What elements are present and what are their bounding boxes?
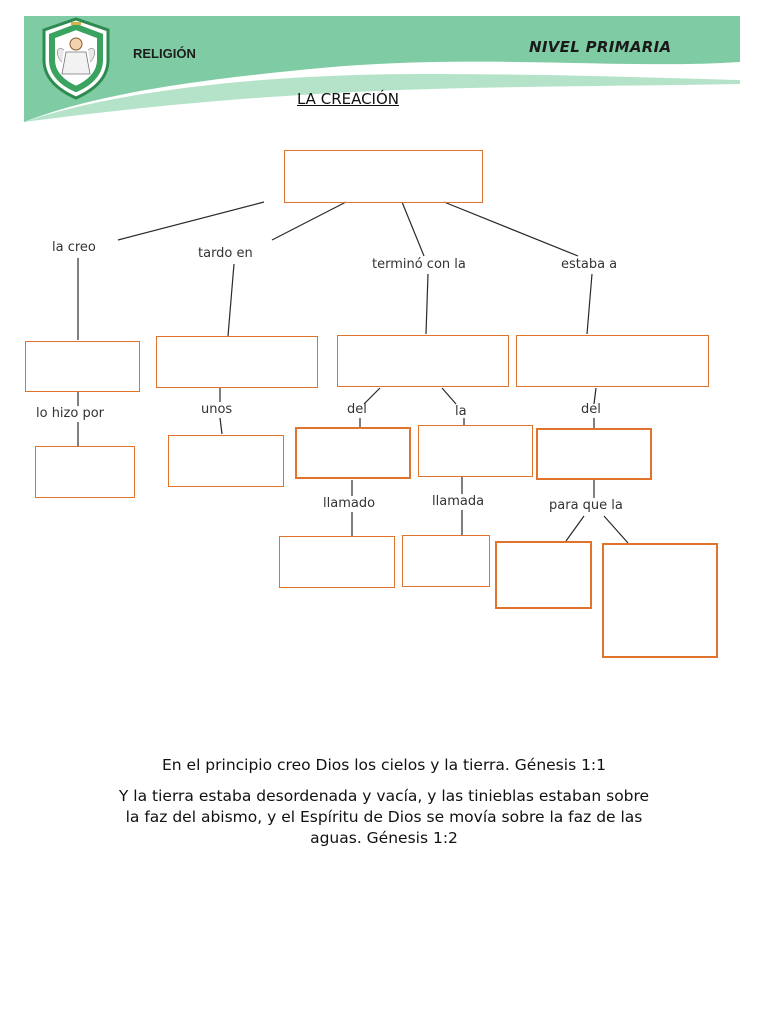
concept-box-state[interactable] <box>516 335 709 387</box>
connector-label-llamada: llamada <box>432 494 485 509</box>
connector-label-lo-hizo-por: lo hizo por <box>36 406 105 421</box>
concept-box-root[interactable] <box>284 150 483 203</box>
connector-label-la: la <box>455 404 467 419</box>
connector-label-del-2: del <box>581 402 601 417</box>
connector-label-estaba-a: estaba a <box>561 257 618 272</box>
concept-box-of-1[interactable] <box>295 427 411 479</box>
concept-box-creator[interactable] <box>25 341 140 392</box>
connector-label-unos: unos <box>201 402 233 417</box>
connector-label-del-1: del <box>347 402 367 417</box>
concept-box-purpose-2[interactable] <box>602 543 718 658</box>
concept-box-named-1[interactable] <box>279 536 395 588</box>
connector-label-para-que-la: para que la <box>549 498 623 513</box>
verse-genesis-1-2: Y la tierra estaba desordenada y vacía, … <box>118 787 650 847</box>
concept-box-of-2[interactable] <box>536 428 652 480</box>
concept-box-duration[interactable] <box>156 336 318 388</box>
level-label: NIVEL PRIMARIA <box>529 38 672 56</box>
verse-genesis-1-1: En el principio creo Dios los cielos y l… <box>161 756 607 774</box>
angel-shield-logo-icon <box>42 17 110 100</box>
connector-label-tardo-en: tardo en <box>198 246 253 261</box>
concept-box-named-2[interactable] <box>402 535 490 587</box>
concept-box-means[interactable] <box>35 446 135 498</box>
concept-box-the-1[interactable] <box>418 425 533 477</box>
subject-label: RELIGIÓN <box>133 46 196 61</box>
header-band-graphic <box>24 16 740 122</box>
page-title: LA CREACIÓN <box>296 90 400 108</box>
concept-box-finished[interactable] <box>337 335 509 387</box>
header-banner: RELIGIÓN NIVEL PRIMARIA <box>0 0 768 130</box>
concept-box-days[interactable] <box>168 435 284 487</box>
connector-label-la-creo: la creo <box>52 240 96 255</box>
connector-label-llamado: llamado <box>323 496 376 511</box>
connector-label-termino-con-la: terminó con la <box>372 257 466 272</box>
concept-box-purpose-1[interactable] <box>495 541 592 609</box>
